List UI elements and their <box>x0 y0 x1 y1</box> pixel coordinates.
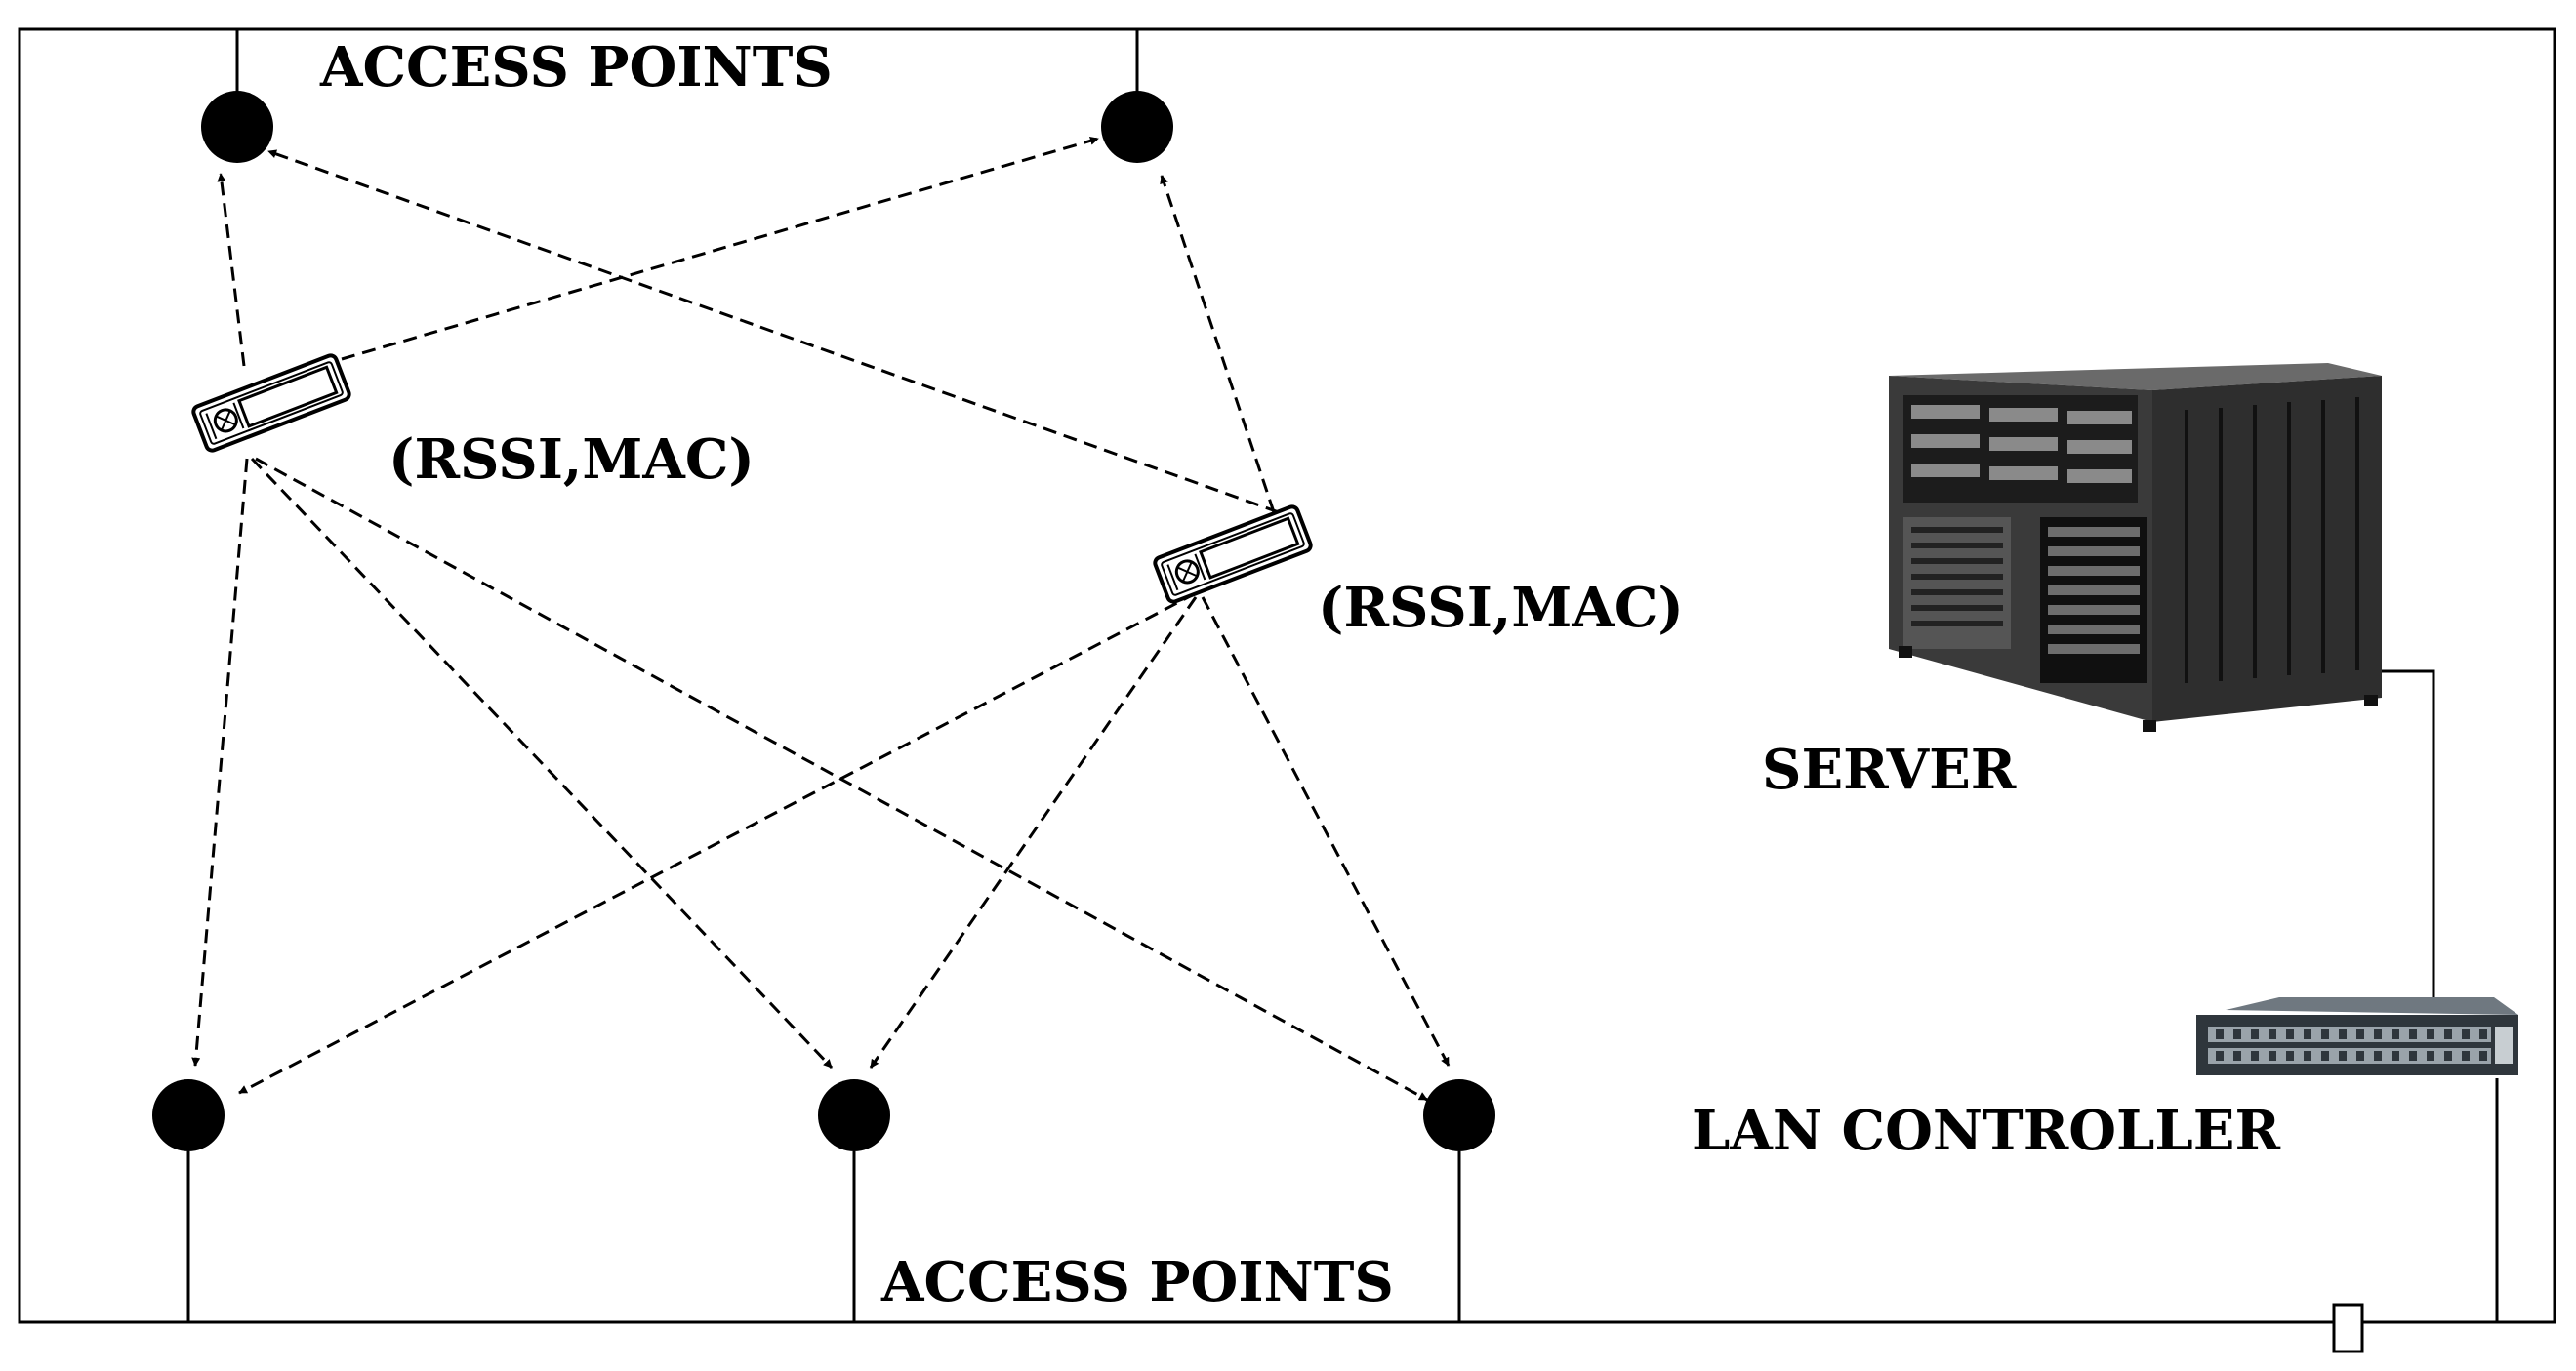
lan-controller-label: LAN CONTROLLER <box>1692 1099 2280 1163</box>
access-point-top-left <box>201 91 273 163</box>
signal-arrow <box>1160 175 1276 513</box>
server <box>1889 363 2382 732</box>
signal-arrow <box>1201 596 1451 1067</box>
server-to-switch-wire <box>2260 669 2435 1005</box>
access-points <box>152 91 1495 1151</box>
signal-arrow <box>250 457 834 1069</box>
mobile-device-1 <box>191 353 351 453</box>
server-label: SERVER <box>1762 738 2017 802</box>
signal-arrow <box>341 136 1099 361</box>
access-point-bottom-right <box>1423 1079 1495 1151</box>
rssi-mac-label-2: (RSSI,MAC) <box>1318 576 1684 640</box>
mobile-device-2 <box>1153 504 1313 604</box>
access-points-top-label: ACCESS POINTS <box>319 35 833 100</box>
signal-arrow <box>267 149 1280 514</box>
server-tower-icon <box>1889 363 2382 732</box>
network-switch-icon <box>2196 997 2518 1075</box>
access-point-top-right <box>1101 91 1173 163</box>
signal-arrow <box>238 591 1197 1095</box>
signal-arrows <box>191 136 1451 1102</box>
wire-junction-box <box>2332 1303 2364 1353</box>
lan-controller <box>2196 997 2518 1075</box>
handheld-device-icon <box>191 353 351 453</box>
enclosure-wire <box>2362 1078 2499 1324</box>
access-point-bottom-left <box>152 1079 225 1151</box>
access-point-bottom-middle <box>818 1079 890 1151</box>
signal-arrow <box>217 173 246 367</box>
network-wiring <box>18 27 2556 1353</box>
rssi-mac-label-1: (RSSI,MAC) <box>388 427 755 492</box>
signal-arrow <box>869 596 1198 1069</box>
signal-arrow <box>191 458 249 1067</box>
handheld-device-icon <box>1153 504 1313 604</box>
enclosure-wire-main <box>18 27 2556 1324</box>
access-points-bottom-label: ACCESS POINTS <box>880 1250 1394 1314</box>
